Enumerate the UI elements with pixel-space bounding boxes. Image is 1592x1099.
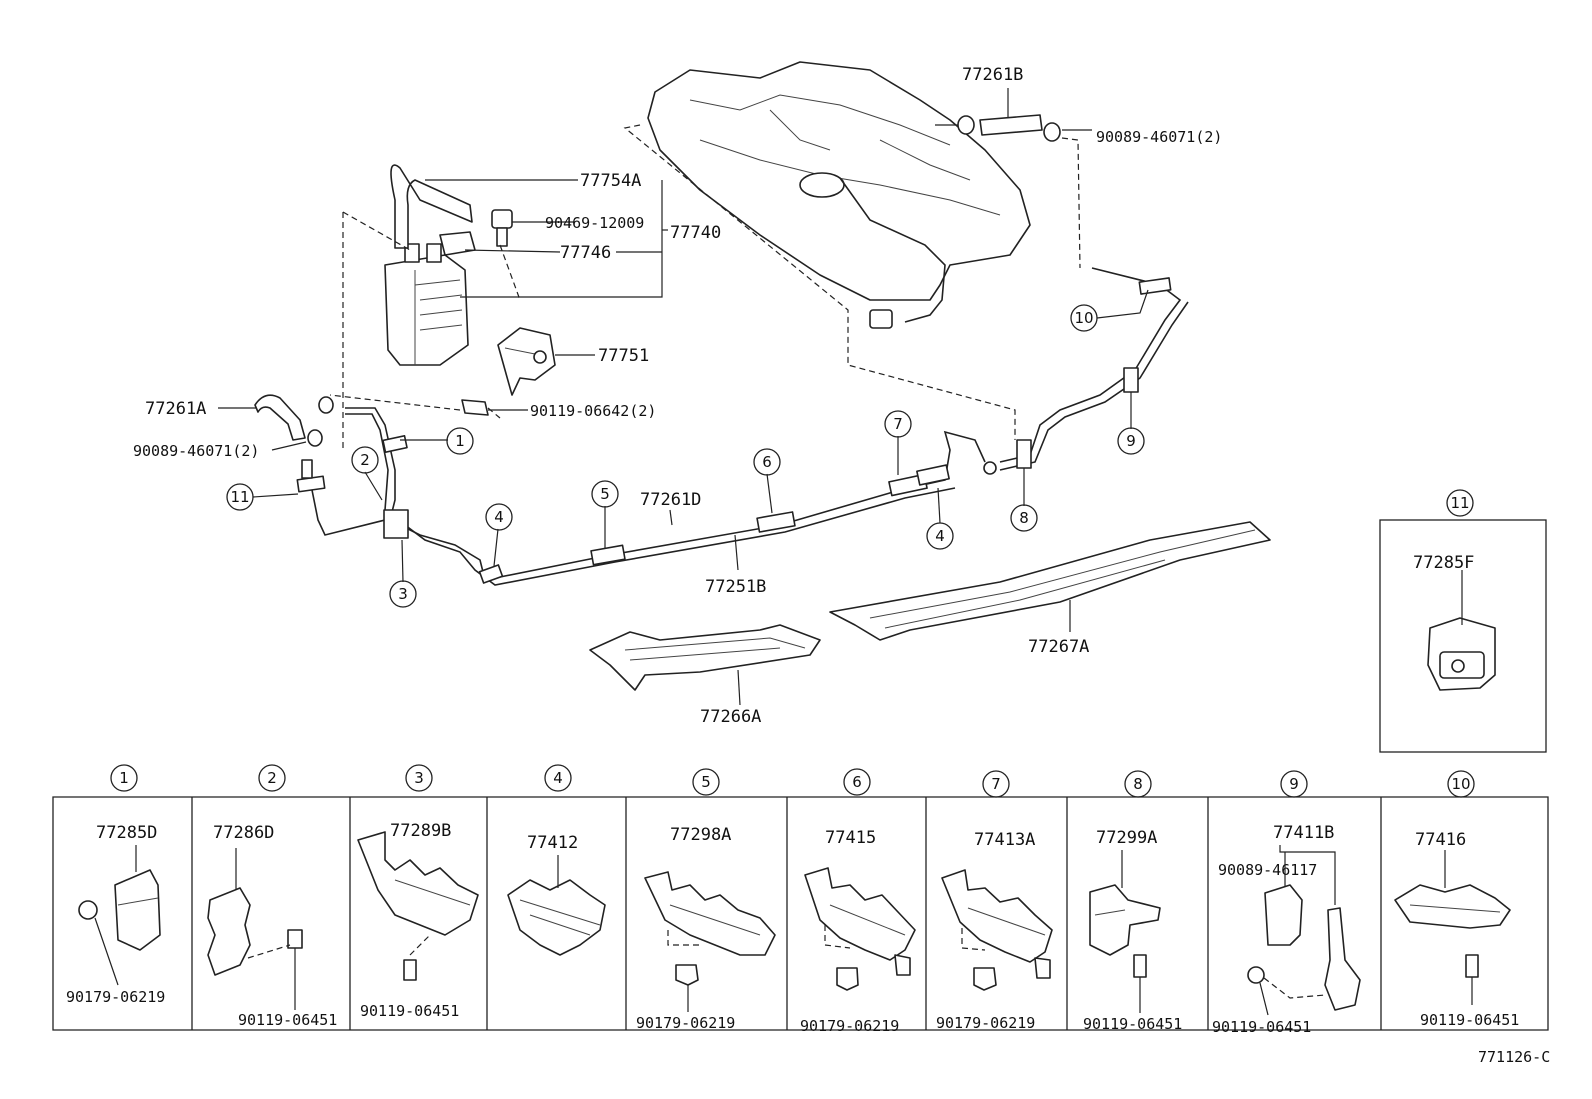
svg-text:4: 4 xyxy=(494,508,504,526)
clamp-panels xyxy=(52,796,1549,1031)
svg-text:6: 6 xyxy=(852,773,862,791)
clamp-3-fastener: 90119-06451 xyxy=(360,1002,459,1020)
clamp-panel-4: 4 77412 xyxy=(507,764,606,956)
svg-text:9: 9 xyxy=(1289,775,1299,793)
hose-canister xyxy=(390,164,473,249)
svg-text:7: 7 xyxy=(991,775,1001,793)
clamp-5-fastener: 90179-06219 xyxy=(636,1014,735,1032)
label-77754A: 77754A xyxy=(580,171,641,191)
callout-8: 8 xyxy=(1010,468,1038,532)
fuel-tank xyxy=(623,61,1031,440)
svg-text:1: 1 xyxy=(119,769,129,787)
canister-guide-left xyxy=(342,211,411,251)
clamp-panel-9: 9 77411B 90089-46117 90119-06451 xyxy=(1212,770,1361,1036)
callout-4b: 4 xyxy=(926,487,954,550)
clamp-panel-7: 7 77413A 90179-06219 xyxy=(936,770,1053,1032)
clamp-9-extra: 90089-46117 xyxy=(1218,861,1317,879)
clamp-panel-2: 2 77286D 90119-06451 xyxy=(207,764,337,1029)
clamp-2-fastener: 90119-06451 xyxy=(238,1011,337,1029)
clamp-5-part: 77298A xyxy=(670,825,731,845)
callout-9: 9 xyxy=(1117,392,1145,455)
clamp-1-fastener: 90179-06219 xyxy=(66,988,165,1006)
clamp-panel-3: 3 77289B 90119-06451 xyxy=(357,764,479,1020)
clamp-10-part: 77416 xyxy=(1415,830,1466,850)
label-77751: 77751 xyxy=(598,346,649,366)
svg-text:2: 2 xyxy=(360,451,370,469)
svg-text:10: 10 xyxy=(1451,775,1470,793)
clamp-panel-10: 10 77416 90119-06451 xyxy=(1394,770,1519,1029)
clamp-8-part: 77299A xyxy=(1096,828,1157,848)
callout-2: 2 xyxy=(351,446,383,501)
clamp-6-part: 77415 xyxy=(825,828,876,848)
canister-guide-bolt xyxy=(329,394,461,411)
charcoal-canister xyxy=(384,243,469,366)
callout-4: 4 xyxy=(485,503,513,567)
clamp-6-fastener: 90179-06219 xyxy=(800,1017,899,1035)
label-90469-12009: 90469-12009 xyxy=(545,214,644,232)
svg-text:7: 7 xyxy=(893,415,903,433)
svg-text:4: 4 xyxy=(935,527,945,545)
label-77267A: 77267A xyxy=(1028,637,1089,657)
svg-text:11: 11 xyxy=(1450,494,1469,512)
callout-3: 3 xyxy=(389,539,417,608)
svg-text:2: 2 xyxy=(267,769,277,787)
callout-7: 7 xyxy=(884,410,912,475)
protector-left xyxy=(589,624,821,706)
svg-text:8: 8 xyxy=(1133,775,1143,793)
clamp-panel-5: 5 77298A 90179-06219 xyxy=(636,768,776,1032)
callout-10: 10 xyxy=(1070,289,1149,332)
label-77261D: 77261D xyxy=(640,490,701,510)
svg-text:3: 3 xyxy=(398,585,408,603)
label-77261A: 77261A xyxy=(145,399,206,419)
clamp-8-fastener: 90119-06451 xyxy=(1083,1015,1182,1033)
label-77746: 77746 xyxy=(560,243,611,263)
label-clamp-upper: 90089-46071(2) xyxy=(1096,128,1222,146)
hose-left xyxy=(218,394,334,451)
figure-id: 771126-C xyxy=(1478,1048,1550,1066)
clamp-9-fastener: 90119-06451 xyxy=(1212,1018,1311,1036)
fuel-tubes xyxy=(296,267,1189,586)
label-77266A: 77266A xyxy=(700,707,761,727)
clamp-2-part: 77286D xyxy=(213,823,274,843)
callout-6: 6 xyxy=(753,448,781,514)
clamp-4-part: 77412 xyxy=(527,833,578,853)
svg-text:4: 4 xyxy=(553,769,563,787)
label-77740: 77740 xyxy=(670,223,721,243)
label-clamp-left: 90089-46071(2) xyxy=(133,442,259,460)
clamp-9-part: 77411B xyxy=(1273,823,1334,843)
label-77285F: 77285F xyxy=(1413,553,1474,573)
svg-text:5: 5 xyxy=(701,773,711,791)
inset-11: 11 xyxy=(1379,489,1547,753)
clamp-7-fastener: 90179-06219 xyxy=(936,1014,1035,1032)
svg-text:8: 8 xyxy=(1019,509,1029,527)
clamp-panel-1: 1 77285D 90179-06219 xyxy=(66,764,165,1006)
clamp-panel-8: 8 77299A 90119-06451 xyxy=(1083,770,1182,1033)
svg-text:6: 6 xyxy=(762,453,772,471)
label-77251B: 77251B xyxy=(705,577,766,597)
label-90119-06642: 90119-06642(2) xyxy=(530,402,656,420)
canister-bracket xyxy=(461,244,556,419)
callout-5: 5 xyxy=(591,480,619,548)
svg-text:11: 11 xyxy=(230,488,249,506)
svg-text:10: 10 xyxy=(1074,309,1093,327)
callout-1: 1 xyxy=(400,427,474,455)
label-77261B: 77261B xyxy=(962,65,1023,85)
clamp-panel-6: 6 77415 90179-06219 xyxy=(800,768,916,1035)
svg-text:9: 9 xyxy=(1126,432,1136,450)
clamp-3-part: 77289B xyxy=(390,821,451,841)
svg-text:1: 1 xyxy=(455,432,465,450)
svg-text:5: 5 xyxy=(600,485,610,503)
hose-upper xyxy=(935,88,1092,269)
vsv-valve xyxy=(439,209,513,256)
callout-11-left: 11 xyxy=(226,483,299,511)
clamp-10-fastener: 90119-06451 xyxy=(1420,1011,1519,1029)
clamp-1-part: 77285D xyxy=(96,823,157,843)
svg-text:3: 3 xyxy=(414,769,424,787)
protector-right xyxy=(829,521,1271,641)
clamp-7-part: 77413A xyxy=(974,830,1035,850)
